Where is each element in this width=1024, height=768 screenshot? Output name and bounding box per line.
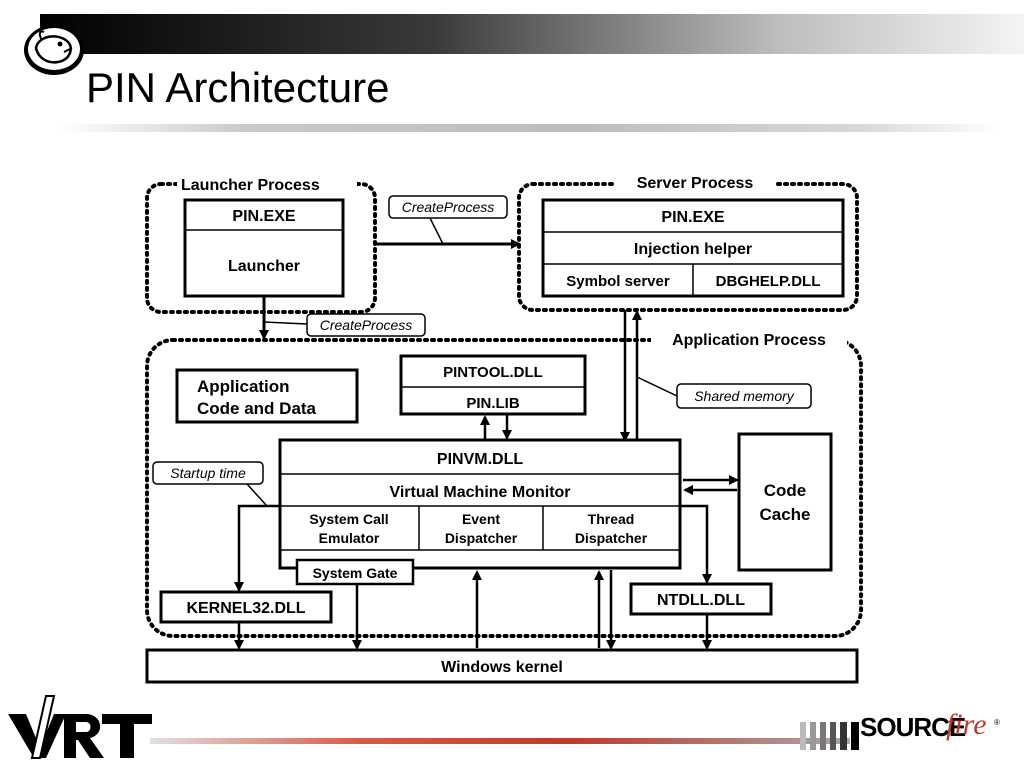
syscall-line2: Emulator (319, 530, 380, 546)
code-cache-line2: Cache (759, 505, 810, 524)
title-underline (60, 124, 1000, 132)
shared-memory-callout (676, 383, 812, 409)
code-cache-box (737, 432, 833, 572)
app-code-line1: Application (197, 377, 290, 396)
pinlib-label: PIN.LIB (466, 395, 520, 412)
ntdll-box (629, 582, 773, 616)
symbol-server-label: Symbol server (566, 273, 670, 290)
create-process-callout-2 (306, 313, 426, 337)
dbghelp-label: DBGHELP.DLL (716, 273, 821, 290)
app-code-line2: Code and Data (197, 399, 317, 418)
ntdll-label: NTDLL.DLL (657, 592, 745, 609)
pig-logo-icon (24, 25, 84, 75)
pintool-box (399, 354, 587, 416)
server-process-label: Server Process (637, 175, 754, 192)
create-process-label-1: CreateProcess (402, 199, 495, 215)
event-line2: Dispatcher (445, 530, 518, 546)
kernel32-box (159, 590, 333, 624)
diagram-svg: Launcher Process PIN.EXE Launcher Create… (145, 174, 863, 684)
create-process-label-2: CreateProcess (320, 317, 413, 333)
sourcefire-stripes-icon (800, 722, 859, 750)
registered-mark: ® (994, 718, 1000, 727)
launcher-component-label: Launcher (228, 258, 300, 275)
launcher-pin-exe-label: PIN.EXE (232, 208, 295, 225)
slide-title: PIN Architecture (86, 64, 390, 111)
shared-memory-label: Shared memory (694, 388, 795, 404)
code-cache-line1: Code (764, 481, 807, 500)
system-gate-label: System Gate (313, 565, 398, 581)
footer-gradient-line (150, 738, 850, 744)
pintool-label: PINTOOL.DLL (443, 364, 543, 381)
kernel32-label: KERNEL32.DLL (186, 600, 305, 617)
launcher-pin-exe-box (183, 198, 345, 298)
sourcefire-fire-text: fire (946, 708, 987, 741)
application-process-region (145, 338, 863, 638)
system-gate-box (295, 558, 415, 586)
pinvm-box (278, 438, 682, 570)
header-gradient-bar (40, 14, 1024, 54)
application-process-label: Application Process (672, 332, 826, 349)
thread-line2: Dispatcher (575, 530, 648, 546)
app-code-data-box (175, 368, 359, 424)
startup-time-label: Startup time (170, 465, 246, 481)
sourcefire-source-text: SOURCE (860, 712, 966, 742)
syscall-line1: System Call (309, 511, 388, 527)
event-line1: Event (462, 511, 500, 527)
vrt-logo (8, 695, 152, 759)
startup-time-callout (152, 461, 264, 485)
pinvm-label: PINVM.DLL (437, 451, 523, 468)
thread-line1: Thread (588, 511, 635, 527)
server-pin-exe-label: PIN.EXE (661, 209, 724, 226)
create-process-callout-1 (388, 195, 508, 219)
injection-helper-label: Injection helper (634, 241, 752, 258)
windows-kernel-label: Windows kernel (441, 659, 563, 676)
windows-kernel-bar (145, 648, 859, 684)
launcher-process-label: Launcher Process (181, 177, 320, 194)
pin-architecture-diagram: Launcher Process PIN.EXE Launcher Create… (137, 172, 870, 688)
vmm-label: Virtual Machine Monitor (389, 484, 570, 501)
